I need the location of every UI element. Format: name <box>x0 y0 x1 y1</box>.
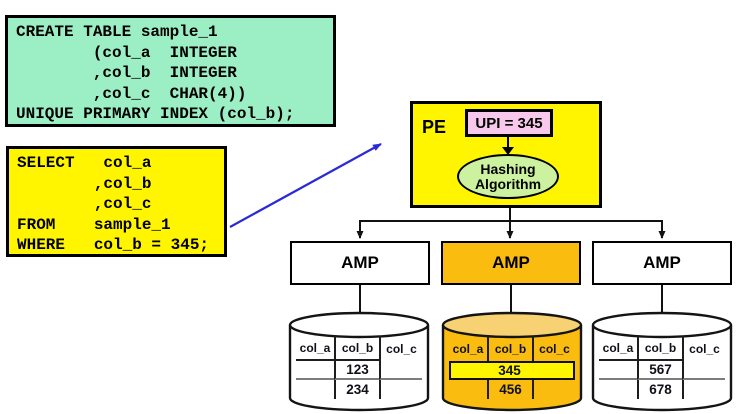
create-table-code: CREATE TABLE sample_1 (col_a INTEGER ,co… <box>16 23 295 123</box>
column-header: col_b <box>334 336 379 361</box>
disk-table-right: col_a col_b col_c 567 678 <box>599 336 725 399</box>
highlighted-row-cell: 345 <box>487 361 532 380</box>
column-header: col_b <box>487 336 532 361</box>
table-cell <box>682 361 725 380</box>
column-header: col_a <box>599 336 637 361</box>
table-cell <box>296 380 334 399</box>
disk-table-middle: col_a col_b col_c 345 456 <box>449 336 575 399</box>
table-cell <box>379 361 422 380</box>
select-query-code-box: SELECT col_a ,col_b ,col_c FROM sample_1… <box>6 146 227 257</box>
column-header: col_a <box>296 336 334 361</box>
table-cell <box>682 380 725 399</box>
upi-to-hashing-arrow-line <box>507 137 509 148</box>
column-header: col_c <box>379 336 422 361</box>
column-header: col_a <box>452 341 484 356</box>
table-cell: 234 <box>334 380 379 399</box>
highlighted-row-cell <box>532 361 575 380</box>
table-cell <box>296 361 334 380</box>
amp-box-left: AMP <box>290 241 430 285</box>
disk-cylinder-left <box>288 311 430 412</box>
create-table-code-box: CREATE TABLE sample_1 (col_a INTEGER ,co… <box>5 15 336 127</box>
table-cell: 678 <box>637 380 682 399</box>
table-cell <box>599 380 637 399</box>
table-cell: 567 <box>637 361 682 380</box>
table-cell: 123 <box>334 361 379 380</box>
select-query-code: SELECT col_a ,col_b ,col_c FROM sample_1… <box>17 154 210 254</box>
disk-cylinder-right <box>591 311 733 412</box>
amp-box-right: AMP <box>592 241 732 285</box>
pe-label: PE <box>422 117 447 137</box>
table-cell <box>599 361 637 380</box>
column-header: col_c <box>682 336 725 361</box>
amp-box-middle-highlighted: AMP <box>441 241 581 285</box>
column-header: col_c <box>532 336 575 361</box>
query-to-pe-arrow <box>229 143 382 228</box>
disk-table-left: col_a col_b col_c 123 234 <box>296 336 422 399</box>
hashing-algorithm-ellipse: Hashing Algorithm <box>457 154 559 199</box>
column-header: col_b <box>637 336 682 361</box>
upi-value-box: UPI = 345 <box>465 109 553 137</box>
arrow-down-icon <box>502 147 514 155</box>
table-cell <box>532 380 575 399</box>
pe-to-amp-lines <box>356 208 666 239</box>
table-cell <box>449 380 487 399</box>
pe-box: PE UPI = 345 Hashing Algorithm <box>410 101 602 208</box>
highlighted-row-cell <box>449 361 487 380</box>
table-cell: 456 <box>487 380 532 399</box>
table-cell <box>379 380 422 399</box>
